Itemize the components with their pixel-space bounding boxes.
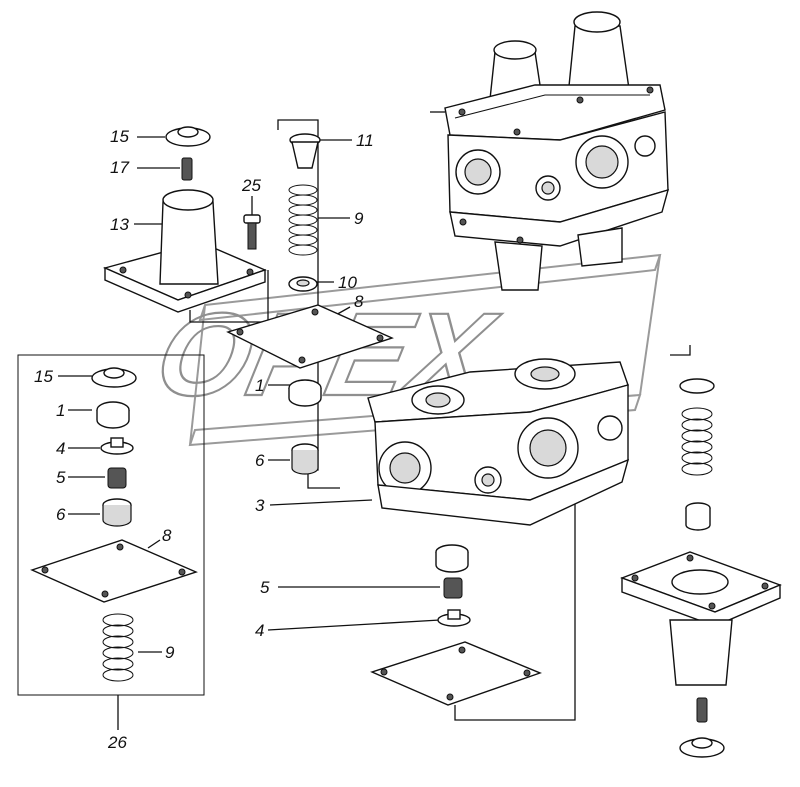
part-washer-4-kit [100,437,134,455]
callout-10: 10 [338,273,357,292]
callout-4-kit: 4 [56,439,65,458]
part-valve-6-middle [291,443,319,475]
callout-8-upper: 8 [354,292,364,311]
callout-4-lower: 4 [255,621,264,640]
callout-3: 3 [255,496,265,515]
part-spring-5-kit [107,467,127,489]
part-spring-9-kit [102,613,134,682]
callout-15-top: 15 [110,127,129,146]
part-spring-right [681,407,713,476]
part-washer-4-lower [437,609,471,627]
callout-1-kit: 1 [56,401,65,420]
callout-9-upper: 9 [354,209,364,228]
part-gasket-lower [370,641,542,706]
part-seat-1-kit [96,401,130,429]
assembled-valve [444,11,670,291]
part-body-3 [367,358,630,526]
leader-lines [58,111,691,730]
callout-25: 25 [241,176,261,195]
callout-11: 11 [356,131,374,150]
callout-8-kit: 8 [162,526,172,545]
part-spring-5-lower [443,577,463,599]
callout-1-middle: 1 [255,376,264,395]
callout-labels: 15 17 13 25 11 9 10 8 1 6 3 15 1 4 5 6 8… [34,127,374,752]
callout-6-kit: 6 [56,505,66,524]
part-cap-right [679,378,715,394]
part-cap-15-top [165,126,211,147]
part-piston-right [685,502,711,531]
callout-13: 13 [110,215,129,234]
callout-6-middle: 6 [255,451,265,470]
callout-5-kit: 5 [56,468,66,487]
part-gasket-8-upper [226,304,394,369]
callout-9-kit: 9 [165,643,175,662]
part-plug-lower [435,544,469,573]
callout-5-lower: 5 [260,578,270,597]
part-housing-13 [102,189,267,313]
part-gasket-8-kit [30,539,198,603]
part-valve-6-kit [102,498,132,527]
part-screw-17 [181,157,193,181]
callout-26: 26 [107,733,127,752]
part-cap-15-kit [91,367,137,388]
part-housing-right [620,551,782,686]
part-cap-right-bottom [679,737,725,758]
part-valve-11 [289,133,321,169]
callout-15-kit: 15 [34,367,53,386]
kit-frame [17,354,205,696]
part-spring-9-upper [288,184,318,256]
part-seat-1-middle [288,379,322,407]
part-washer-10 [288,276,318,292]
callout-17: 17 [110,158,129,177]
part-screw-right [696,697,708,723]
part-bolt-25 [243,214,261,250]
